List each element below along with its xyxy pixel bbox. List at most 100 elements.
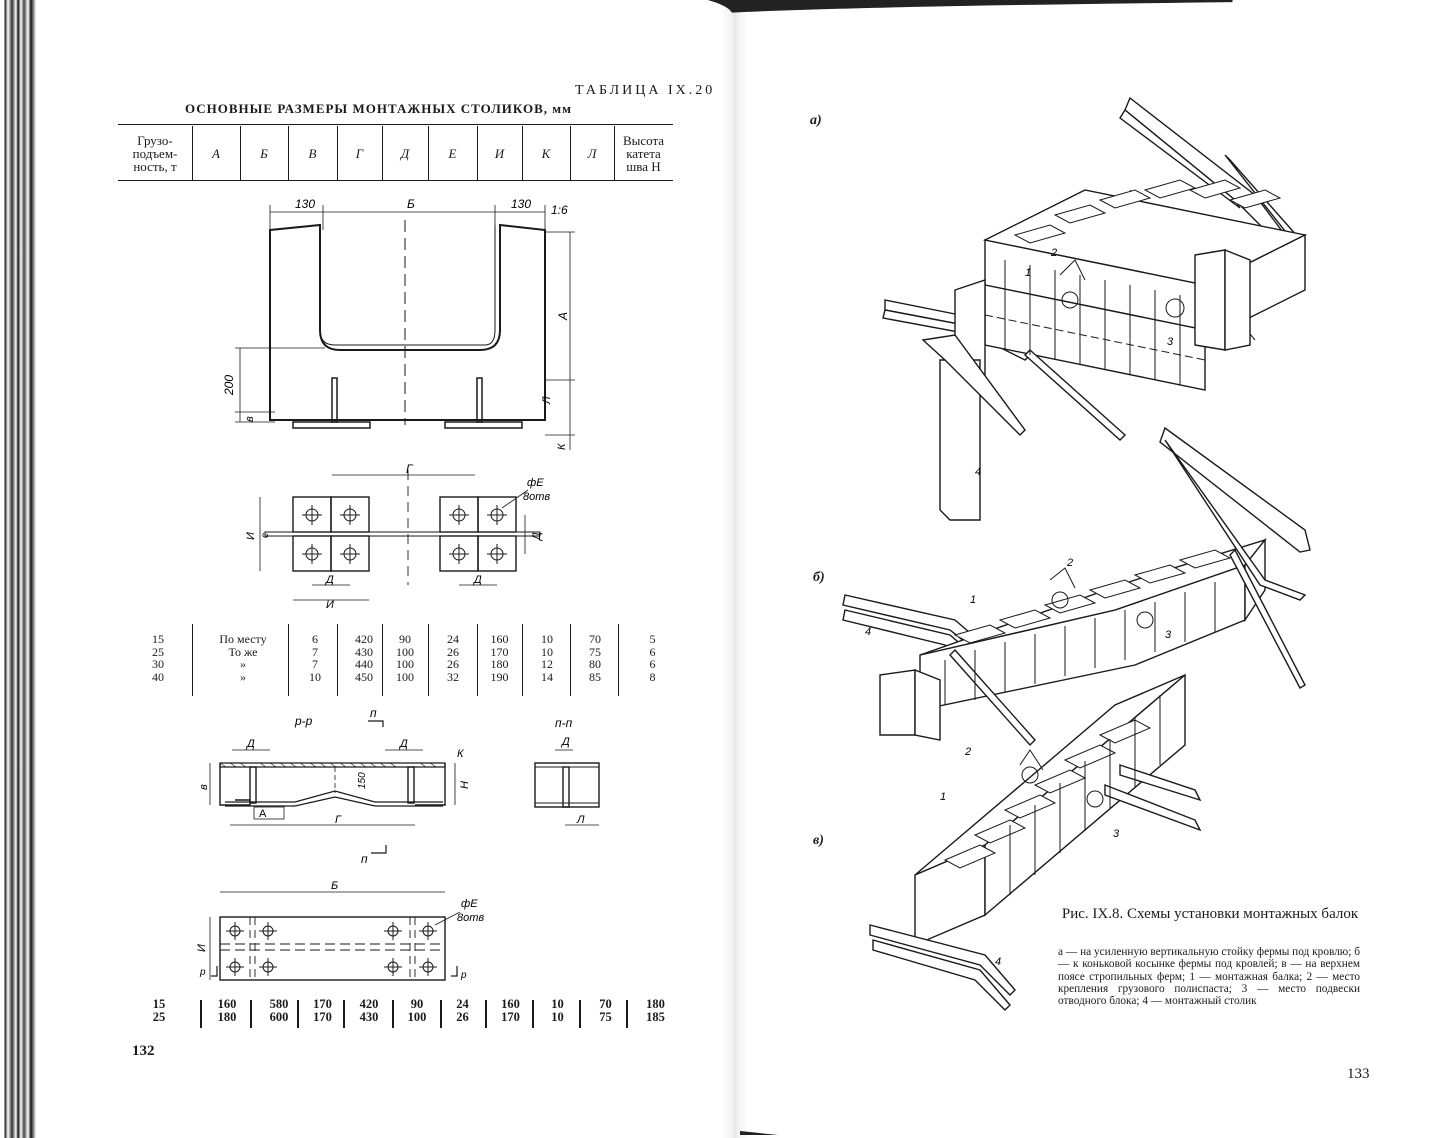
section-pp: р-р (294, 714, 313, 728)
bottom-hole: фЕ (461, 898, 478, 910)
table-column-e: 160 170 180 190 (490, 632, 509, 684)
table-column-d: 90 100 (407, 997, 427, 1024)
table-label: ТАБЛИЦА IX.20 (575, 83, 716, 98)
table-column-h: 5 6 6 8 (649, 632, 656, 684)
section-v: в (198, 784, 210, 790)
section-k: К (457, 748, 464, 760)
table-column-k: 70 75 80 85 (589, 632, 601, 684)
table-header-divider (522, 126, 523, 180)
section-nn: п-п (555, 716, 573, 730)
plan-holes-count: 8отв (523, 491, 550, 503)
table-header-divider (337, 126, 338, 180)
fig-b-callout-1: 1 (970, 594, 976, 606)
table-column-capacity: 15 25 (152, 997, 166, 1024)
table-header-divider (477, 126, 478, 180)
table-header-cell: Е (448, 145, 457, 161)
bottom-mark (740, 1131, 778, 1135)
plan-hole: фЕ (527, 477, 544, 489)
dim-130-right: 130 (511, 197, 531, 211)
table-header-cell: К (541, 145, 551, 161)
table-title: ОСНОВНЫЕ РАЗМЕРЫ МОНТАЖНЫХ СТОЛИКОВ, мм (185, 101, 572, 116)
table-column-capacity: 15 25 30 40 (152, 632, 164, 684)
table-divider (485, 1000, 487, 1028)
table-divider (618, 624, 619, 696)
fig-a-callout-1: 1 (1025, 267, 1031, 279)
table-divider (250, 1000, 252, 1028)
section-d1: Д (245, 738, 255, 750)
plan-i: И (245, 532, 257, 540)
table-header-divider (382, 126, 383, 180)
fig-v-callout-2: 2 (964, 746, 971, 758)
page-number-right: 133 (1347, 1066, 1370, 1082)
figure-letter-a: а) (810, 113, 822, 128)
table-divider (522, 624, 523, 696)
table-header-divider (428, 126, 429, 180)
table-header-cell: А (212, 145, 220, 161)
fig-v-callout-3: 3 (1113, 828, 1120, 840)
table-header-cell: Л (587, 145, 597, 161)
figure-b-drawing: 2 1 3 4 (842, 426, 1311, 747)
table-divider (382, 624, 383, 696)
book-edge (0, 0, 36, 1138)
dim-200: 200 (222, 375, 236, 396)
table-divider (288, 624, 289, 696)
fig-a-callout-4: 4 (975, 466, 981, 478)
table-header-cell: Высота катета шва Н (622, 132, 665, 174)
table-top-rule (118, 124, 673, 125)
figure-a-drawing: 2 1 3 4 (882, 96, 1308, 521)
dim-v: в (244, 416, 256, 422)
fig-a-callout-3: 3 (1167, 336, 1174, 348)
table-column-e: 24 26 (456, 997, 469, 1024)
bottom-p-right: р (460, 970, 467, 981)
table-divider (626, 1000, 628, 1028)
table-header-divider (570, 126, 571, 180)
figure-v-drawing: 2 1 3 4 (869, 673, 1202, 1011)
table-header-divider (288, 126, 289, 180)
right-page: а) б) в) (735, 0, 1450, 1138)
table-column-a: 160 180 (217, 997, 237, 1024)
bottom-holes-count: 8отв (457, 912, 484, 924)
fig-b-callout-2: 2 (1066, 557, 1073, 569)
figure-caption-body: а — на усиленную вертикальную стойку фер… (1058, 946, 1360, 1008)
plan-g: Г (406, 462, 414, 476)
section-a: А (259, 808, 267, 820)
section-drawings: р-р п п п-п Д Д Д К в 150 Н А Г Л (198, 706, 600, 865)
table-divider (477, 624, 478, 696)
table-column-a: По месту То же » » (219, 632, 267, 684)
table-divider (337, 624, 338, 696)
fig-v-callout-1: 1 (940, 791, 946, 803)
plan-view-drawing: Г фЕ 8отв И с Д Д Д И (245, 462, 550, 610)
table-column-l: 70 75 (599, 997, 612, 1024)
left-page: ТАБЛИЦА IX.20 ОСНОВНЫЕ РАЗМЕРЫ МОНТАЖНЫХ… (118, 83, 716, 1059)
table-divider (192, 624, 193, 696)
table-header-rule (118, 180, 673, 181)
table-column-b: 580 600 (269, 997, 289, 1024)
table-column-i: 160 170 (501, 997, 520, 1024)
dim-k: К (556, 443, 568, 450)
dim-130-left: 130 (295, 197, 315, 211)
section-n-top: п (370, 706, 377, 720)
table-header-divider (192, 126, 193, 180)
table-divider (428, 624, 429, 696)
table-column-b: 6 7 7 10 (309, 632, 321, 684)
table-header-divider (614, 126, 615, 180)
bottom-b: Б (331, 880, 338, 892)
table-divider (532, 1000, 534, 1028)
table-divider (570, 624, 571, 696)
table-divider (392, 1000, 394, 1028)
figure-letter-b: б) (813, 570, 825, 585)
section-d3: Д (560, 736, 570, 748)
table-header-cell: Д (400, 145, 410, 161)
table-column-g: 90 100 100 100 (396, 632, 414, 684)
table-header-cell: Грузо- подъем- ность, т (132, 132, 178, 174)
table-header-divider (240, 126, 241, 180)
bottom-p-left: р (199, 967, 206, 978)
table-column-i: 10 10 12 14 (541, 632, 553, 684)
table-column-g: 420 430 (359, 997, 379, 1024)
table-divider (297, 1000, 299, 1028)
table-header-cell: Г (355, 145, 364, 161)
figure-letter-v: в) (813, 833, 824, 848)
page-top-shadow (707, 0, 1233, 13)
bottom-plan-drawing: Б фЕ 8отв И р р (196, 880, 484, 981)
dim-l: Л (541, 396, 553, 405)
